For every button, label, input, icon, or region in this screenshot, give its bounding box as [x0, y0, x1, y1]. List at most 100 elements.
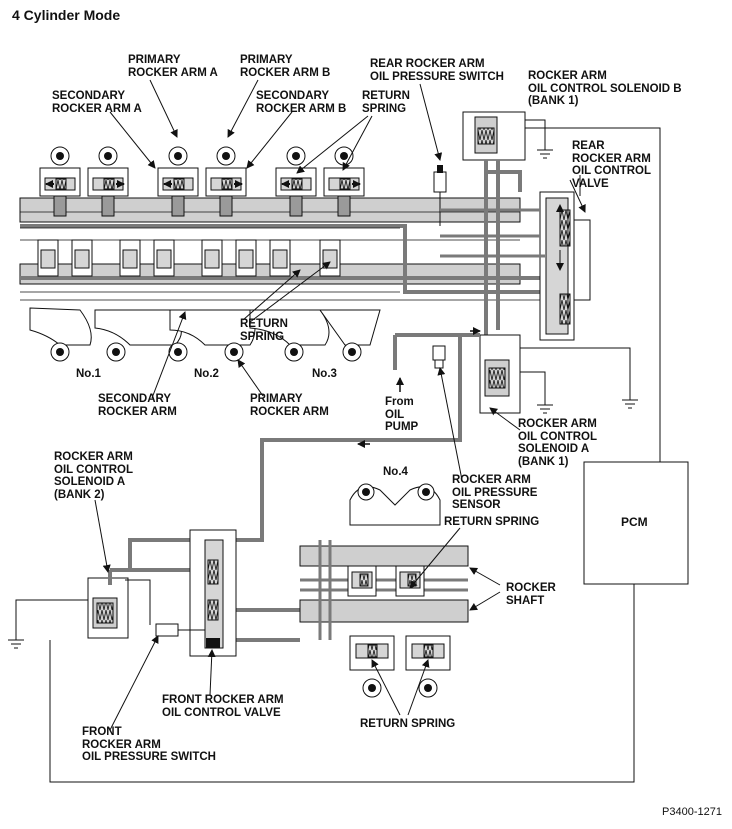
label-cylinder-no2: No.2: [194, 368, 219, 381]
label-cylinder-no1: No.1: [76, 368, 101, 381]
label-line: (BANK 1): [528, 95, 579, 107]
leader-lines: [94, 79, 586, 731]
rear-oil-control-solenoid-b: [462, 111, 553, 161]
rocker-arm: [323, 146, 365, 217]
label-line: (BANK 2): [54, 488, 105, 501]
label-line: ROCKER ARM: [98, 405, 177, 418]
label-line: SECONDARY: [256, 90, 330, 102]
label-line: ROCKER ARM: [452, 474, 531, 486]
figure-code: P3400-1271: [662, 806, 722, 818]
lifter: [37, 239, 59, 277]
lower-rocker-arm: [347, 565, 377, 597]
lifter: [119, 239, 141, 277]
label-line: ROCKER ARM: [82, 738, 161, 751]
lifter: [235, 239, 257, 277]
label-line: SPRING: [240, 330, 285, 343]
label-line: FRONT ROCKER ARM: [162, 694, 284, 706]
rocker-arm: [205, 146, 247, 217]
label-line: ROCKER ARM A: [52, 102, 142, 115]
label-pcm: PCM: [621, 516, 648, 529]
label-line: SECONDARY: [98, 393, 172, 405]
label-line: RETURN SPRING: [360, 718, 456, 730]
bolt: [168, 342, 188, 362]
label-line: ROCKER ARM: [250, 405, 329, 418]
label-line: PUMP: [385, 421, 419, 433]
upper-rocker-shaft-assembly: [19, 146, 555, 301]
label-line: No.2: [194, 368, 219, 380]
lifter: [153, 239, 175, 277]
lifter: [269, 239, 291, 277]
bolt: [284, 342, 304, 362]
label-line: REAR: [572, 140, 605, 152]
rear-oil-control-valve: [539, 175, 591, 341]
label-line: PCM: [621, 515, 648, 529]
label-line: ROCKER ARM A: [128, 66, 218, 79]
pcm-box: [583, 461, 689, 585]
lower-rocker-arm: [349, 635, 395, 698]
label-line: ROCKER ARM: [528, 70, 607, 82]
bolt: [342, 342, 362, 362]
oil-pressure-sensor: [432, 345, 446, 369]
lifter: [201, 239, 223, 277]
label-line: OIL CONTROL SOLENOID B: [528, 82, 682, 95]
bolt: [50, 342, 70, 362]
rocker-arm: [157, 146, 199, 217]
label-line: FRONT: [82, 726, 122, 738]
rear-oil-pressure-switch: [433, 165, 447, 226]
label-line: No.3: [312, 368, 337, 380]
bolt: [224, 342, 244, 362]
oil-control-solenoid-a-bank1: [479, 334, 553, 414]
lifter: [319, 239, 341, 277]
label-line: OIL PRESSURE SWITCH: [370, 70, 504, 83]
label-line: OIL PRESSURE SWITCH: [82, 751, 216, 763]
label-line: OIL PRESSURE: [452, 486, 538, 499]
front-oil-pressure-switch: [155, 623, 205, 637]
label-line: PRIMARY: [128, 54, 181, 66]
rocker-arm: [275, 146, 317, 217]
rocker-arm: [87, 146, 129, 217]
label-line: SHAFT: [506, 594, 545, 607]
label-line: VALVE: [572, 177, 609, 190]
label-line: RETURN SPRING: [444, 516, 540, 528]
diagram-title: 4 Cylinder Mode: [12, 7, 121, 23]
lower-rocker-arm: [395, 565, 425, 597]
label-line: PRIMARY: [250, 393, 303, 405]
label-line: ROCKER ARM B: [240, 66, 331, 79]
bolt: [106, 342, 126, 362]
label-line: No.1: [76, 368, 101, 380]
label-line: SECONDARY: [52, 90, 126, 102]
label-line: (BANK 1): [518, 455, 569, 468]
lower-rocker-arm: [405, 635, 451, 698]
label-line: ROCKER ARM B: [256, 102, 347, 115]
front-oil-control-valve: [189, 529, 237, 657]
label-line: No.4: [383, 466, 408, 478]
label-line: OIL CONTROL VALVE: [162, 706, 281, 719]
label-line: RETURN: [240, 318, 288, 330]
label-cylinder-no3: No.3: [312, 368, 337, 381]
label-line: SOLENOID A: [54, 476, 126, 488]
label-line: SENSOR: [452, 499, 501, 511]
rocker-arm: [39, 146, 81, 217]
label-line: PRIMARY: [240, 54, 293, 66]
label-return-spring-lower: RETURN SPRING: [444, 516, 539, 529]
lifter: [71, 239, 93, 277]
label-line: SPRING: [362, 102, 407, 115]
label-line: OIL CONTROL: [572, 165, 652, 177]
